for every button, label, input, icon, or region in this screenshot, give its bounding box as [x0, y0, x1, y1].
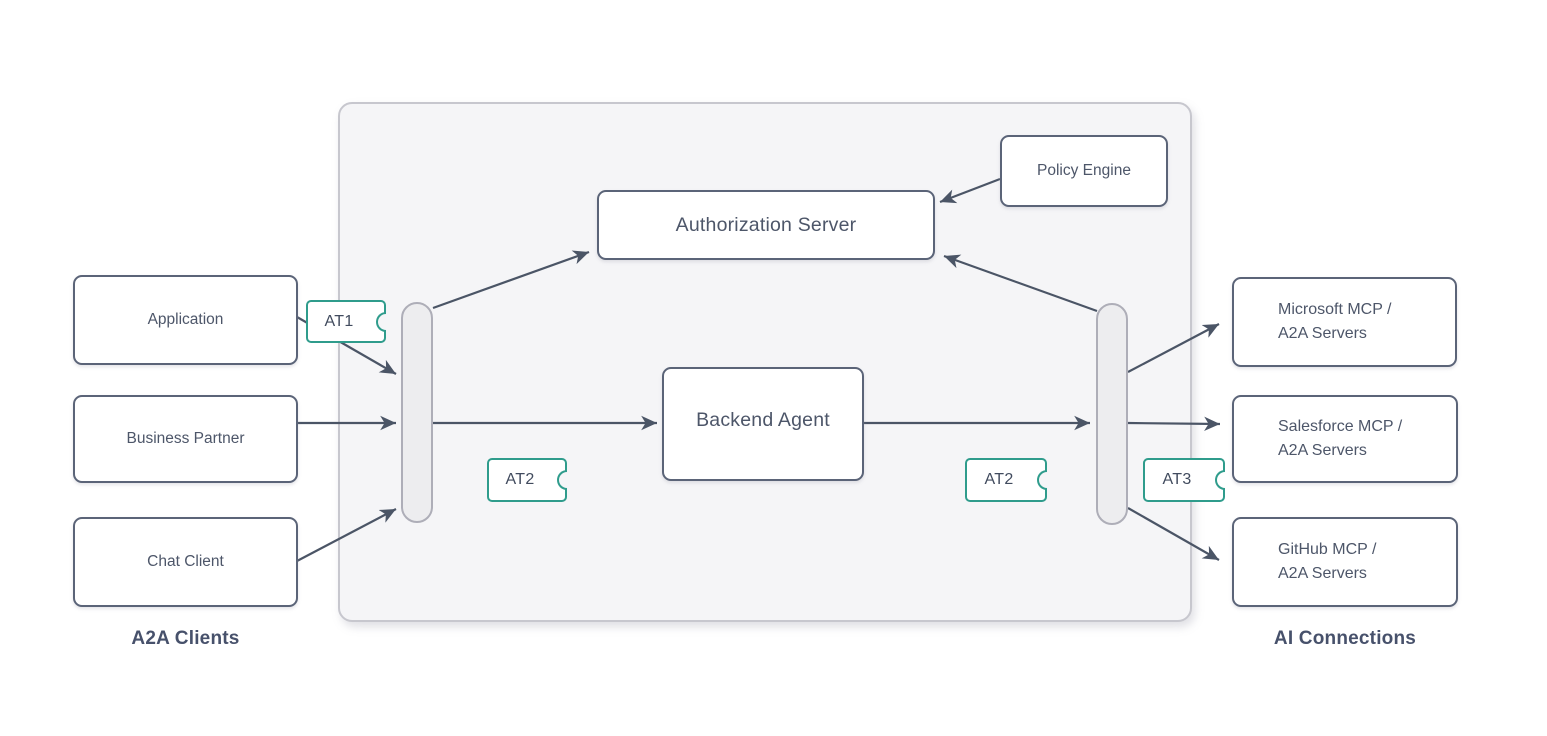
ticket-notch-icon	[1215, 470, 1225, 490]
group-label-a2a-clients: A2A Clients	[131, 628, 240, 649]
access-token-at2-left-label: AT2	[505, 471, 535, 488]
node-application-label: Application	[147, 311, 224, 328]
node-business-partner-label: Business Partner	[126, 430, 245, 447]
node-salesforce-servers-line1: Salesforce MCP /	[1278, 418, 1403, 435]
group-label-ai-connections: AI Connections	[1273, 628, 1417, 649]
node-chat-client: Chat Client	[73, 517, 298, 607]
node-microsoft-servers-line1: Microsoft MCP /	[1278, 301, 1392, 318]
node-backend-agent-label: Backend Agent	[696, 408, 830, 431]
gateway-pill-left	[401, 302, 433, 523]
node-microsoft-servers-line2: A2A Servers	[1278, 325, 1367, 342]
node-salesforce-servers-line2: A2A Servers	[1278, 442, 1367, 459]
access-token-badge-at1: AT1	[306, 300, 386, 343]
access-token-at1-label: AT1	[324, 312, 354, 330]
access-token-badge-at3: AT3	[1143, 458, 1225, 502]
node-business-partner: Business Partner	[73, 395, 298, 483]
node-authorization-server-label: Authorization Server	[675, 213, 857, 236]
access-token-at3-label: AT3	[1162, 471, 1192, 488]
node-policy-engine-label: Policy Engine	[1037, 162, 1131, 179]
node-github-servers-line1: GitHub MCP /	[1278, 541, 1377, 558]
access-token-badge-at2-left: AT2	[487, 458, 567, 502]
node-github-servers-line2: A2A Servers	[1278, 565, 1367, 582]
node-chat-client-label: Chat Client	[147, 553, 224, 570]
ticket-notch-icon	[1037, 470, 1047, 490]
node-microsoft-servers: Microsoft MCP / A2A Servers	[1232, 277, 1457, 367]
access-token-badge-at2-right: AT2	[965, 458, 1047, 502]
node-backend-agent: Backend Agent	[662, 367, 864, 481]
node-salesforce-servers: Salesforce MCP / A2A Servers	[1232, 395, 1458, 483]
ticket-notch-icon	[557, 470, 567, 490]
node-application: Application	[73, 275, 298, 365]
node-policy-engine: Policy Engine	[1000, 135, 1168, 207]
node-authorization-server: Authorization Server	[597, 190, 935, 260]
node-github-servers: GitHub MCP / A2A Servers	[1232, 517, 1458, 607]
gateway-pill-right	[1096, 303, 1128, 525]
ticket-notch-icon	[376, 311, 386, 332]
access-token-at2-right-label: AT2	[984, 471, 1014, 488]
